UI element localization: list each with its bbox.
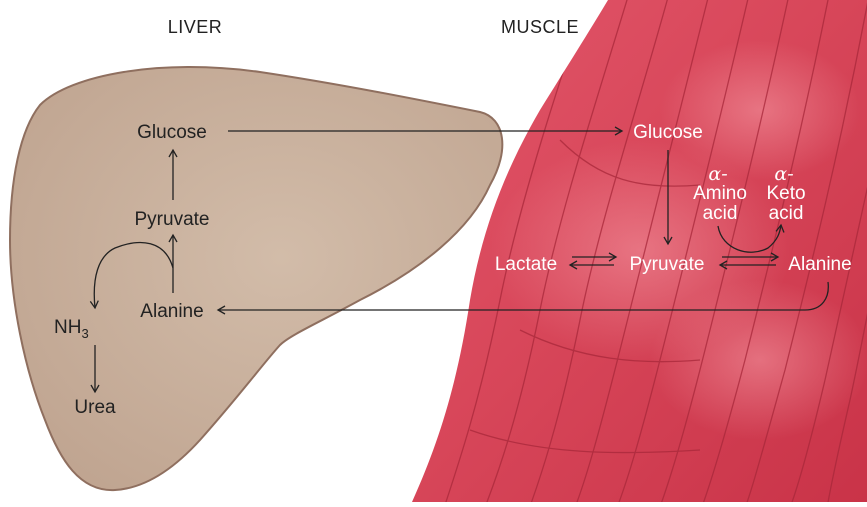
svg-text:α-: α- [708, 163, 727, 185]
svg-text:acid: acid [769, 203, 804, 224]
liver-header: LIVER [168, 17, 223, 37]
muscle-glucose-label: Glucose [633, 122, 703, 143]
svg-text:Keto: Keto [766, 183, 805, 204]
liver-glucose-label: Glucose [137, 122, 207, 143]
muscle-pyruvate-label: Pyruvate [630, 254, 705, 275]
muscle-alanine-label: Alanine [788, 254, 851, 275]
muscle-header: MUSCLE [501, 17, 579, 37]
liver-alanine-label: Alanine [140, 301, 203, 322]
svg-text:Amino: Amino [693, 183, 747, 204]
urea-label: Urea [74, 397, 116, 418]
muscle-tissue-shape [412, 0, 867, 502]
liver-pyruvate-label: Pyruvate [135, 209, 210, 230]
lactate-label: Lactate [495, 254, 557, 275]
svg-text:α-: α- [774, 163, 793, 185]
svg-text:acid: acid [703, 203, 738, 224]
